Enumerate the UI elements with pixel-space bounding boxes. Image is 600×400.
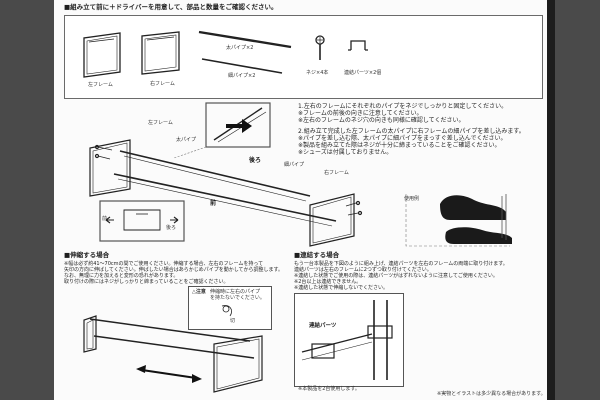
connector-label: 連結パーツ: [309, 323, 337, 329]
caution-line-2: を持たないでください。: [210, 295, 265, 301]
part-label-connector: 連結パーツ×2個: [344, 70, 382, 76]
part-label-right-frame: 右フレーム: [150, 81, 175, 87]
footer-note: ※実物とイラストは多少異なる場合があります。: [437, 391, 546, 397]
extend-text-1: ※幅は必ず約41〜70cmの間でご使用ください。伸縮する場合、左右のフレームを持…: [64, 261, 264, 267]
extend-title: ■伸縮する場合: [64, 251, 110, 259]
step-1-note-a: ※フレームの前後の向きに注意してください。: [298, 110, 423, 117]
extend-text-3: なお、無理に力を加えると変形の恐れがあります。: [64, 273, 179, 279]
connect-text-4: ※2台以上は連結できません。: [294, 279, 362, 285]
step-2-note-c: ※シューズは付属しておりません。: [298, 149, 393, 156]
instruction-sheet: ■組み立て前に＋ドライバーを用意して、部品と数量をご確認ください。: [54, 0, 555, 400]
part-label-screw: ネジ×4本: [306, 70, 329, 76]
step-2-note-b: ※製品を組み立てた際はネジが十分に締まっていることをご確認ください。: [298, 142, 501, 149]
inset-back: 後ろ: [166, 225, 177, 231]
parts-drawing: [83, 30, 368, 78]
label-thick-pipe: 太パイプ: [176, 137, 197, 143]
connect-text-5: ※連結した状態で伸縮しないでください。: [294, 285, 389, 291]
clip-label: 切: [230, 318, 236, 324]
connect-title: ■連結する場合: [294, 251, 340, 259]
part-label-thin-pipe: 細パイプ×2: [228, 73, 256, 79]
connect-text-2: 連結パーツは左右のフレームに2つずつ取り付けてください。: [294, 267, 432, 273]
caution-title: △注意: [192, 289, 206, 295]
connect-drawing: [301, 300, 393, 380]
label-left-frame: 左フレーム: [148, 120, 173, 126]
step-2-note-a: ※パイプを差し込む際、太パイプに細パイプをまっすぐ差し込んでください。: [298, 135, 507, 142]
step-1-note-b: ※左右のフレームのネジ穴の向きも同様に確認してください。: [298, 117, 465, 124]
step-2: 2.組み立て完成した左フレームの太パイプに右フレームの細パイプを差し込みます。: [298, 128, 525, 135]
label-front: 前: [210, 200, 217, 207]
label-right-frame: 右フレーム: [324, 170, 349, 176]
assembly-drawing: [89, 102, 512, 247]
extend-drawing: [83, 305, 263, 393]
caution-line-1: 伸縮時に左右のパイプ: [210, 289, 261, 295]
label-back: 後ろ: [249, 157, 262, 164]
example-label: 使用例: [404, 196, 420, 202]
connect-text-1: もう一台本製品を下図のように組み上げ、連結パーツを左右のフレームの両端に取り付け…: [294, 261, 508, 267]
label-thin-pipe: 細パイプ: [284, 162, 305, 168]
extend-text-4: 取り付けの際にはネジがしっかりと締まっていることをご確認ください。: [64, 279, 229, 285]
inset-front: 前: [102, 216, 108, 222]
connect-text-3: ※連結した状態でご使用の際は、連結パーツがはずれないように注意してご使用ください…: [294, 273, 498, 279]
connect-note: ※本製品を2台使用します。: [298, 386, 360, 392]
parts-box: [64, 15, 543, 99]
extend-text-2: 矢印の方向に伸ばしてください。伸ばしたい場合はあらかじめパイプを動かしてから調整…: [64, 267, 284, 273]
part-label-left-frame: 左フレーム: [88, 82, 113, 88]
header-title: ■組み立て前に＋ドライバーを用意して、部品と数量をご確認ください。: [64, 3, 278, 11]
step-1: 1.左右のフレームにそれぞれのパイプをネジでしっかりと固定してください。: [298, 103, 508, 110]
part-label-thick-pipe: 太パイプ×2: [226, 45, 254, 51]
